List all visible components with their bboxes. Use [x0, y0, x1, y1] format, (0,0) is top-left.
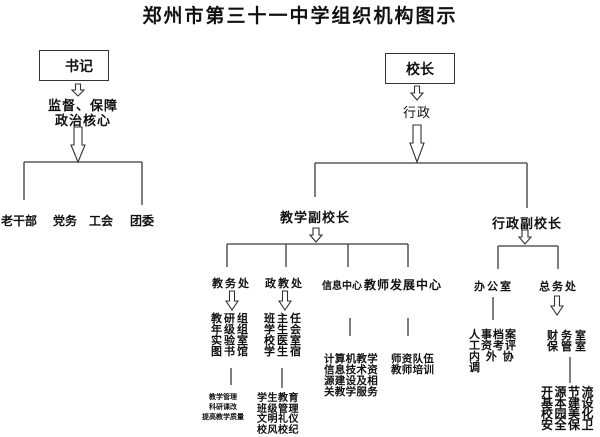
arrow-down-icon	[517, 229, 533, 245]
sub-unit: 实验室	[211, 334, 250, 347]
principal-label: 校长	[406, 61, 434, 78]
dept-info-center: 信息中心	[322, 281, 362, 292]
duty-item: 调	[469, 361, 481, 374]
unit-retired-cadres: 老干部	[1, 214, 38, 228]
dept-general-affairs: 总务处	[539, 280, 578, 293]
sub-unit: 财务室	[547, 329, 589, 342]
dept-moral-education: 政教处	[265, 277, 304, 290]
sub-unit: 校医室	[264, 334, 303, 347]
arrow-down-icon	[224, 290, 240, 311]
dept-teacher-development: 教师发展中心	[364, 278, 443, 292]
moral-duties: 学生教育 班级管理 文明礼仪 校风校纪	[257, 393, 299, 436]
duty-item: 计算机教学	[324, 353, 378, 365]
principal-role: 行政	[402, 106, 431, 121]
academic-sub-units: 教研组 年级组 实验室 图书馆	[211, 313, 250, 357]
arrow-down-icon	[70, 83, 86, 97]
party-role-line-1: 监督、保障	[47, 99, 118, 114]
duty-item: 开源节流	[541, 385, 596, 399]
info-center-duties: 计算机教学 信息技术资 源建设及相 关教学服务	[324, 354, 378, 398]
academic-duties: 教学管理 科研课改 提高教学质量	[198, 392, 248, 422]
party-role-line-2: 政治核心	[54, 114, 111, 129]
duty-item: 信息技术资	[324, 364, 378, 376]
arrow-down-icon	[308, 227, 324, 243]
duty-item: 关教学服务	[324, 386, 378, 398]
unit-party-affairs: 党务	[53, 214, 78, 228]
duty-item: 教学管理	[209, 393, 237, 401]
duty-item: 提高教学质量	[202, 413, 244, 421]
principal-box: 校长	[385, 53, 455, 84]
duty-item: 校风校纪	[257, 424, 299, 436]
secretary-label: 书记	[65, 58, 93, 75]
sub-unit: 保管室	[547, 339, 589, 353]
arrow-down-icon	[549, 295, 565, 316]
sub-unit: 图书馆	[211, 345, 250, 358]
duty-item: 师资队伍	[391, 353, 435, 365]
duty-item: 源建设及相	[324, 375, 378, 387]
unit-youth-league: 团委	[130, 214, 155, 228]
arrow-down-icon	[409, 124, 425, 164]
general-affairs-duties: 开源节流 基本建设 校园美化 安全保卫	[541, 385, 596, 432]
sub-unit: 年级组	[211, 323, 250, 336]
general-affairs-sub-units: 财务室 保管室	[547, 329, 589, 353]
duty-item: 基本建设	[541, 396, 596, 410]
admin-vp-label: 行政副校长	[492, 217, 563, 232]
duty-item: 校园美化	[541, 407, 596, 421]
dept-academic-affairs: 教务处	[212, 277, 251, 290]
teaching-vp-label: 教学副校长	[280, 211, 351, 226]
duty-item: 工资考评	[469, 339, 517, 352]
moral-sub-units: 班主任 学生会 校医室 学生宿	[264, 313, 303, 357]
duty-item: 班级管理	[257, 403, 299, 415]
secretary-box: 书记	[39, 50, 109, 81]
duty-item: 科研课改	[209, 403, 237, 411]
duty-item: 教师培训	[391, 364, 435, 376]
duty-item: 学生教育	[257, 393, 299, 404]
duty-item: 安全保卫	[541, 418, 596, 432]
sub-unit: 教研组	[211, 312, 250, 325]
arrow-down-icon	[70, 126, 86, 164]
duty-item: 文明礼仪	[257, 414, 299, 425]
arrow-down-icon	[409, 85, 425, 101]
dept-office: 办公室	[474, 280, 513, 293]
sub-unit: 学生会	[264, 323, 303, 336]
teacher-dev-duties: 师资队伍 教师培训	[391, 354, 434, 376]
arrow-down-icon	[277, 290, 293, 311]
duty-item: 人事档案	[469, 328, 517, 341]
unit-labor-union: 工会	[89, 214, 114, 228]
sub-unit: 班主任	[264, 312, 303, 325]
page-title: 郑州市第三十一中学组织机构图示	[142, 5, 458, 27]
office-duties: 人事档案 工资考评 内 外 协 调	[469, 329, 517, 373]
sub-unit: 学生宿	[264, 345, 303, 358]
duty-item: 内 外 协	[469, 350, 515, 363]
